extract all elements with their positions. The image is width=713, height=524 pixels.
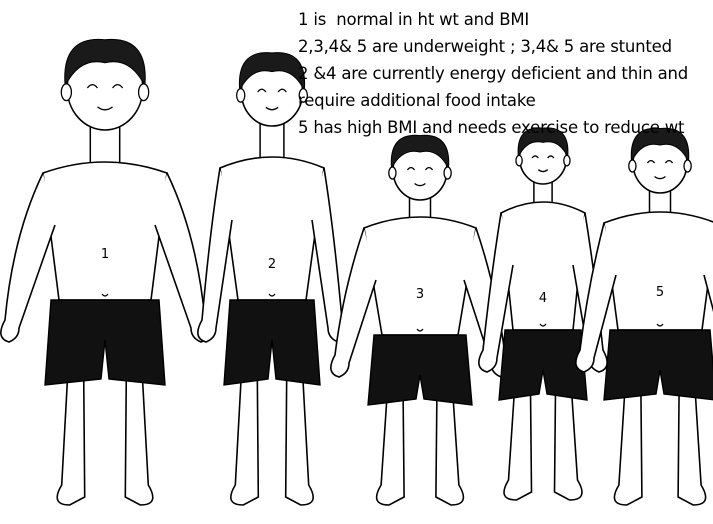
right-ear bbox=[444, 167, 451, 179]
figure-number-5: 5 bbox=[656, 285, 664, 300]
note-1: 1 is normal in ht wt and BMI bbox=[298, 6, 710, 33]
right-arm bbox=[155, 173, 209, 342]
right-leg bbox=[678, 390, 706, 505]
annotation-notes: 1 is normal in ht wt and BMI 2,3,4& 5 ar… bbox=[298, 6, 710, 141]
right-leg bbox=[555, 390, 583, 500]
shorts bbox=[368, 335, 472, 405]
left-ear bbox=[389, 167, 396, 179]
child-figure-1: 1 bbox=[1, 39, 209, 505]
right-leg bbox=[286, 375, 314, 505]
torso bbox=[364, 217, 476, 335]
left-ear bbox=[61, 84, 71, 101]
note-3: 2 &4 are currently energy deficient and … bbox=[298, 60, 710, 114]
shorts bbox=[499, 330, 587, 400]
note-4: 5 has high BMI and needs exercise to red… bbox=[298, 114, 710, 141]
left-leg bbox=[57, 375, 84, 505]
note-2: 2,3,4& 5 are underweight ; 3,4& 5 are st… bbox=[298, 33, 710, 60]
child-figure-5: 5 bbox=[576, 128, 713, 505]
right-leg bbox=[436, 395, 464, 505]
left-leg bbox=[614, 390, 642, 505]
right-ear bbox=[139, 84, 149, 101]
torso bbox=[604, 212, 713, 330]
left-ear bbox=[516, 155, 522, 165]
right-ear bbox=[684, 160, 691, 172]
shorts bbox=[604, 330, 713, 400]
figure-number-2: 2 bbox=[268, 257, 276, 272]
right-ear bbox=[564, 155, 570, 165]
left-ear bbox=[629, 160, 636, 172]
child-figure-3: 3 bbox=[331, 135, 509, 505]
figure-number-3: 3 bbox=[416, 287, 424, 302]
figure-number-4: 4 bbox=[539, 291, 547, 306]
figure-number-1: 1 bbox=[101, 247, 109, 262]
torso bbox=[43, 162, 167, 300]
right-leg bbox=[125, 375, 153, 505]
left-arm bbox=[1, 173, 55, 342]
left-ear bbox=[237, 89, 245, 103]
torso bbox=[220, 157, 324, 300]
shorts bbox=[45, 300, 165, 385]
left-leg bbox=[231, 375, 258, 505]
left-leg bbox=[377, 395, 405, 505]
shorts bbox=[224, 300, 320, 385]
left-leg bbox=[504, 390, 532, 500]
